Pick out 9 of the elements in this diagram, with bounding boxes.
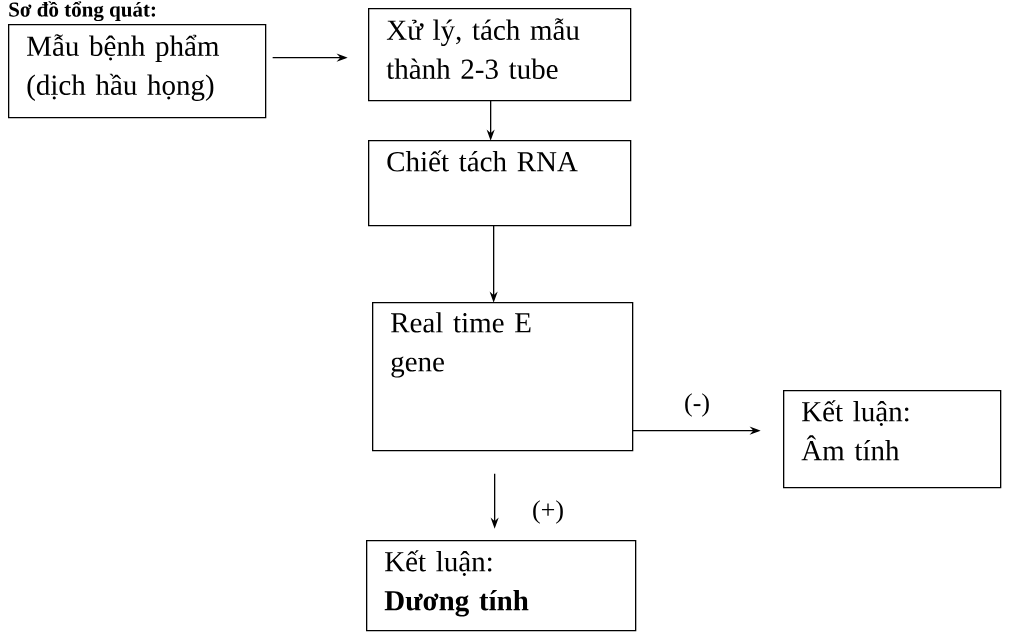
process-box: Kết luận: Dương tính <box>366 540 637 632</box>
edge-label: (+) <box>531 499 565 525</box>
edge-label: (-) <box>683 392 711 418</box>
process-box: Mẫu bệnh phẩm (dịch hầu họng) <box>8 24 267 119</box>
process-box: Real time E gene <box>372 302 634 452</box>
process-box: Xử lý, tách mẫu thành 2-3 tube <box>368 8 632 102</box>
heading: Sơ đồ tổng quát: <box>9 1 156 22</box>
process-box: Kết luận: Âm tính <box>783 390 1002 489</box>
process-box: Chiết tách RNA <box>368 140 632 227</box>
